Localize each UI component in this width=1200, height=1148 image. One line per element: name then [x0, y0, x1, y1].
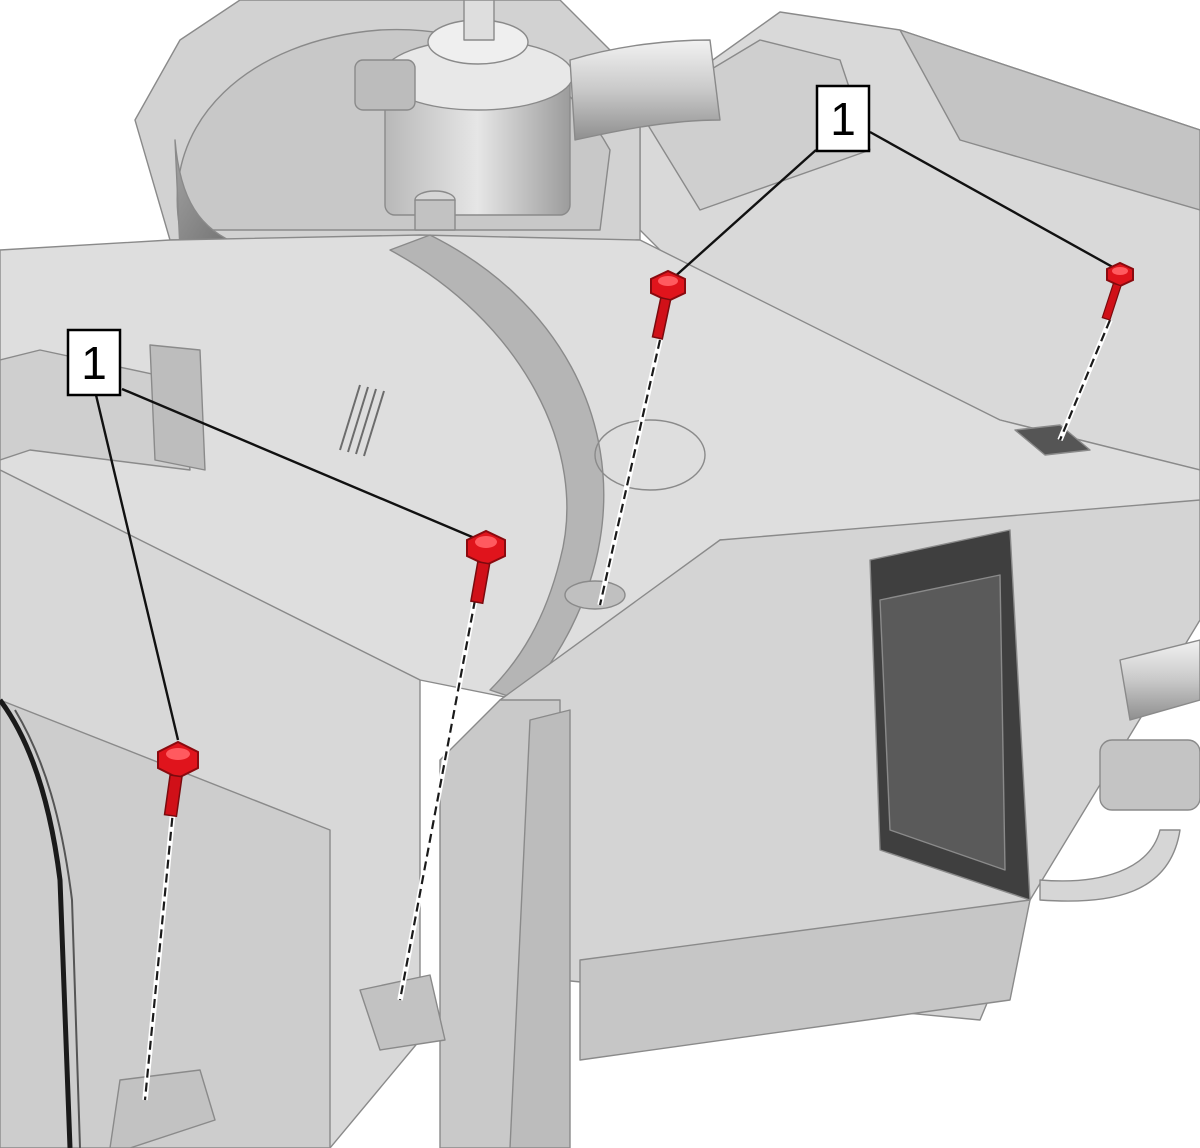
- vent-slots: [339, 384, 385, 457]
- left-bracket-dark: [149, 344, 206, 471]
- bolt-1-center: [466, 529, 506, 605]
- pipe-fitting: [1099, 739, 1200, 811]
- callout-1-right: 1: [815, 84, 871, 153]
- mount-hole-right: [1014, 424, 1091, 456]
- left-housing-face: [0, 699, 331, 1148]
- mount-foot-center: [359, 974, 446, 1051]
- blower-connector: [354, 59, 416, 111]
- bolt-1-upper: [650, 269, 686, 340]
- refrigerant-pipe-upper: [1119, 639, 1200, 721]
- heater-core-bottom: [579, 899, 1031, 1061]
- refrigerant-pipe-lower: [1039, 829, 1181, 902]
- blower-motor-shaft: [463, 0, 495, 41]
- bolt-1-left: [157, 740, 199, 818]
- air-intake-pipe: [569, 39, 721, 141]
- mount-hole-center-rim: [594, 419, 706, 491]
- heater-core-inner: [879, 574, 1006, 871]
- heater-core-front-rail-face: [509, 709, 571, 1148]
- bolt-1-right: [1101, 261, 1134, 321]
- mount-hole-center: [564, 580, 626, 610]
- upper-duct-side: [899, 29, 1200, 211]
- callout-label: 1: [81, 337, 107, 389]
- left-bracket: [0, 349, 191, 471]
- callout-1-left: 1: [66, 328, 122, 397]
- left-housing-edge: [0, 698, 73, 1148]
- callout-label: 1: [830, 93, 856, 145]
- mount-boss-post: [414, 199, 456, 231]
- callout-leaders: [94, 130, 1119, 741]
- left-housing-edge-inner: [14, 709, 81, 1148]
- mount-foot-left: [109, 1069, 216, 1148]
- bolt-axes: [142, 318, 1113, 1101]
